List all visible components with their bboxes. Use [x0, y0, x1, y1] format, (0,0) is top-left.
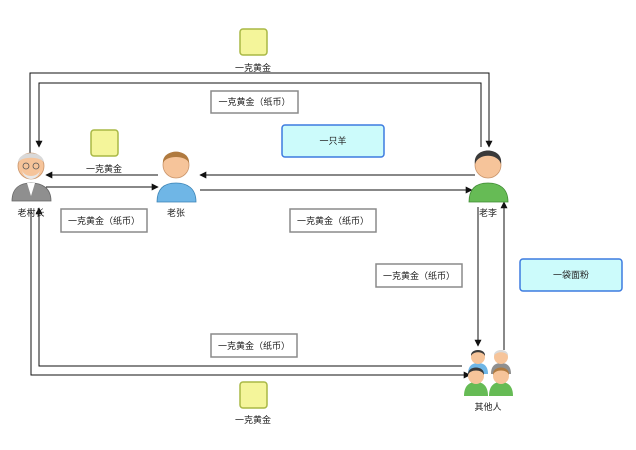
others-label: 其他人: [474, 401, 501, 413]
edge-head-to-others: [30, 208, 471, 379]
goods-sheep: 一只羊: [281, 124, 385, 158]
gold-label-bottom: 一克黄金: [235, 414, 271, 426]
svg-text:一克黄金（纸币）: 一克黄金（纸币）: [68, 215, 140, 227]
paper-note-right: 一克黄金（纸币）: [375, 263, 463, 288]
goods-flour: 一袋面粉: [519, 258, 623, 292]
gold-bar-top: 一克黄金: [235, 28, 271, 74]
lao-li-label: 老李: [479, 207, 497, 219]
svg-text:一克黄金（纸币）: 一克黄金（纸币）: [218, 340, 290, 352]
village-head-avatar: [11, 152, 52, 202]
edge-head-to-li-top: [29, 72, 493, 158]
svg-text:一只羊: 一只羊: [319, 135, 346, 147]
others-group-avatar: [464, 350, 513, 396]
lao-zhang-avatar: [156, 151, 197, 203]
svg-text:一克黄金（纸币）: 一克黄金（纸币）: [297, 215, 369, 227]
paper-note-middle: 一克黄金（纸币）: [289, 208, 377, 233]
svg-text:一克黄金（纸币）: 一克黄金（纸币）: [383, 270, 455, 282]
lao-li-avatar: [468, 150, 509, 203]
paper-note-left: 一克黄金（纸币）: [60, 208, 148, 233]
svg-text:一克黄金（纸币）: 一克黄金（纸币）: [218, 96, 290, 108]
edge-others-to-head: [35, 207, 462, 367]
gold-label-top: 一克黄金: [235, 62, 271, 74]
edge-li-to-head-top: [35, 82, 482, 148]
lao-zhang-label: 老张: [167, 207, 185, 219]
svg-text:一袋面粉: 一袋面粉: [553, 269, 589, 281]
paper-note-top: 一克黄金（纸币）: [210, 90, 299, 114]
gold-label-left: 一克黄金: [86, 163, 122, 175]
village-head-label: 老村长: [17, 207, 44, 219]
gold-bar-left: 一克黄金: [86, 129, 122, 175]
paper-note-bottom: 一克黄金（纸币）: [210, 333, 298, 358]
gold-bar-bottom: 一克黄金: [235, 381, 271, 426]
